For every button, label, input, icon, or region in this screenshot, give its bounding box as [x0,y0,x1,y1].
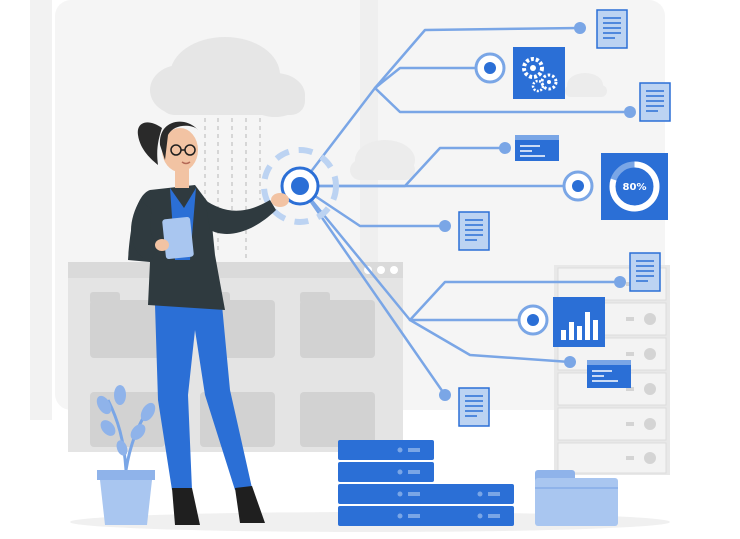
background-stripe [30,0,52,420]
document-icon [639,82,671,122]
gears-icon [513,47,565,99]
server-stack [338,440,514,526]
document-icon [458,211,490,251]
network-lines [298,26,632,397]
cloud-icon [350,140,415,180]
document-icon [596,9,628,49]
cloud-icon [150,37,305,117]
gauge-percent-label: 80% [623,182,647,193]
plant-icon [96,385,156,525]
folder-icon [535,470,618,526]
binary-rain [204,118,261,260]
document-icon [458,387,490,427]
network-nodes [439,22,636,401]
code-window-icon [587,360,631,388]
woman-figure [128,121,289,525]
bar-chart-icon [553,297,605,347]
code-window-icon [515,135,559,161]
cloud-icon [565,73,607,97]
gauge-icon: 80% [601,153,668,220]
document-icon [629,252,661,292]
hub-node [261,147,339,225]
